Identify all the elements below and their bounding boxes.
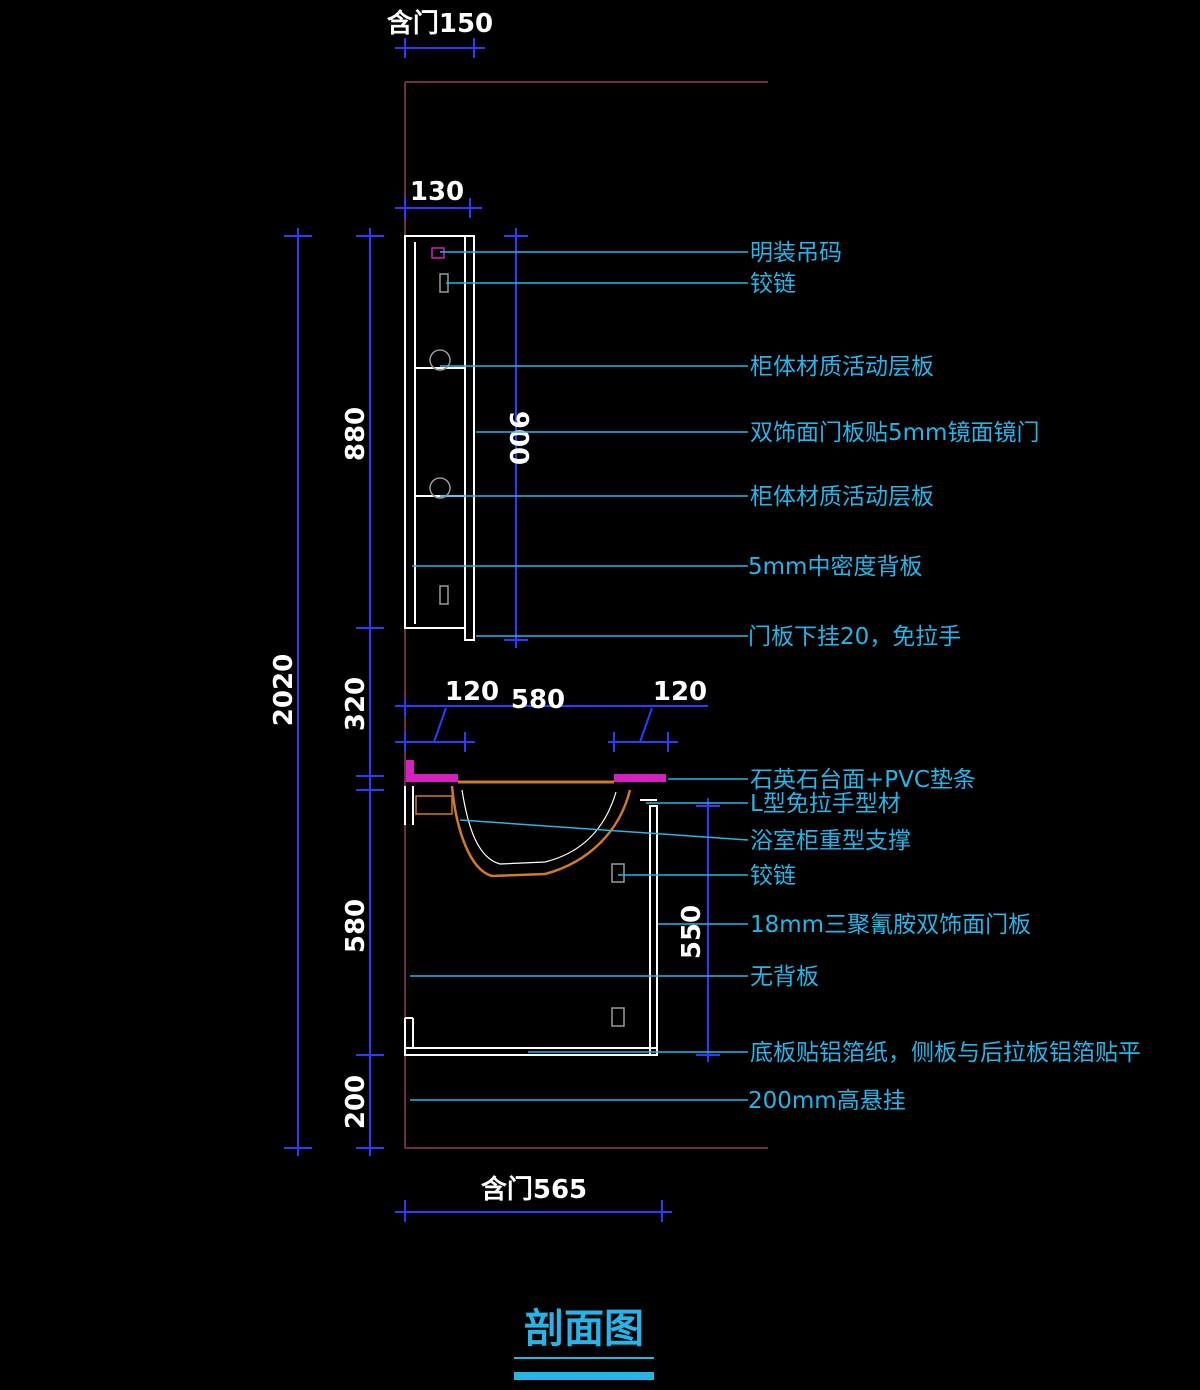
label-shelf-lower: 柜体材质活动层板 [750,484,934,510]
annotation-labels: 明装吊码 铰链 柜体材质活动层板 双饰面门板贴5mm镜面镜门 柜体材质活动层板 … [748,240,1141,1114]
label-quartz-countertop: 石英石台面+PVC垫条 [750,767,976,793]
label-hang-height: 200mm高悬挂 [748,1088,906,1114]
basin [450,785,632,878]
label-door-overhang: 门板下挂20，免拉手 [748,624,961,650]
label-l-profile: L型免拉手型材 [750,791,901,817]
upper-hardware [429,247,451,605]
label-no-back-panel: 无背板 [750,964,819,990]
label-back-panel: 5mm中密度背板 [748,554,922,580]
dim-lower-door-height: 550 [677,905,707,959]
dim-gap-height: 320 [341,677,371,731]
dim-counter-overhang-left: 120 [445,677,499,707]
label-shelf-upper: 柜体材质活动层板 [750,354,934,380]
label-foil-bottom: 底板贴铝箔纸，侧板与后拉板铝箔贴平 [750,1040,1141,1066]
dim-cabinet-depth: 130 [410,177,464,207]
label-hinge-lower: 铰链 [750,863,796,889]
dimension-lines [284,38,720,1222]
title-underline-thick [514,1372,654,1380]
dimension-labels: 含门150 130 2020 880 900 320 120 580 120 5… [269,8,707,1205]
label-hanging-bracket: 明装吊码 [750,240,842,266]
dim-upper-cabinet-height: 880 [341,407,371,461]
dim-counter-width: 580 [511,685,565,715]
label-heavy-support: 浴室柜重型支撑 [750,828,911,854]
dim-bottom-door: 含门565 [481,1174,587,1205]
lower-hardware [415,795,625,1027]
dim-total-height: 2020 [269,654,299,726]
label-hinge-upper: 铰链 [750,271,796,297]
annotation-leaders [410,251,749,1101]
dim-top-door: 含门150 [387,8,493,39]
dim-counter-overhang-right: 120 [653,677,707,707]
upper-cabinet [404,235,475,641]
label-mirror-door: 双饰面门板贴5mm镜面镜门 [750,420,1039,446]
drawing-title: 剖面图 [524,1306,644,1352]
dim-hang-height: 200 [341,1075,371,1129]
countertop [406,760,666,784]
dim-lower-cabinet-height: 580 [341,899,371,953]
label-melamine-door: 18mm三聚氰胺双饰面门板 [750,912,1031,938]
dim-door-height: 900 [503,411,533,465]
